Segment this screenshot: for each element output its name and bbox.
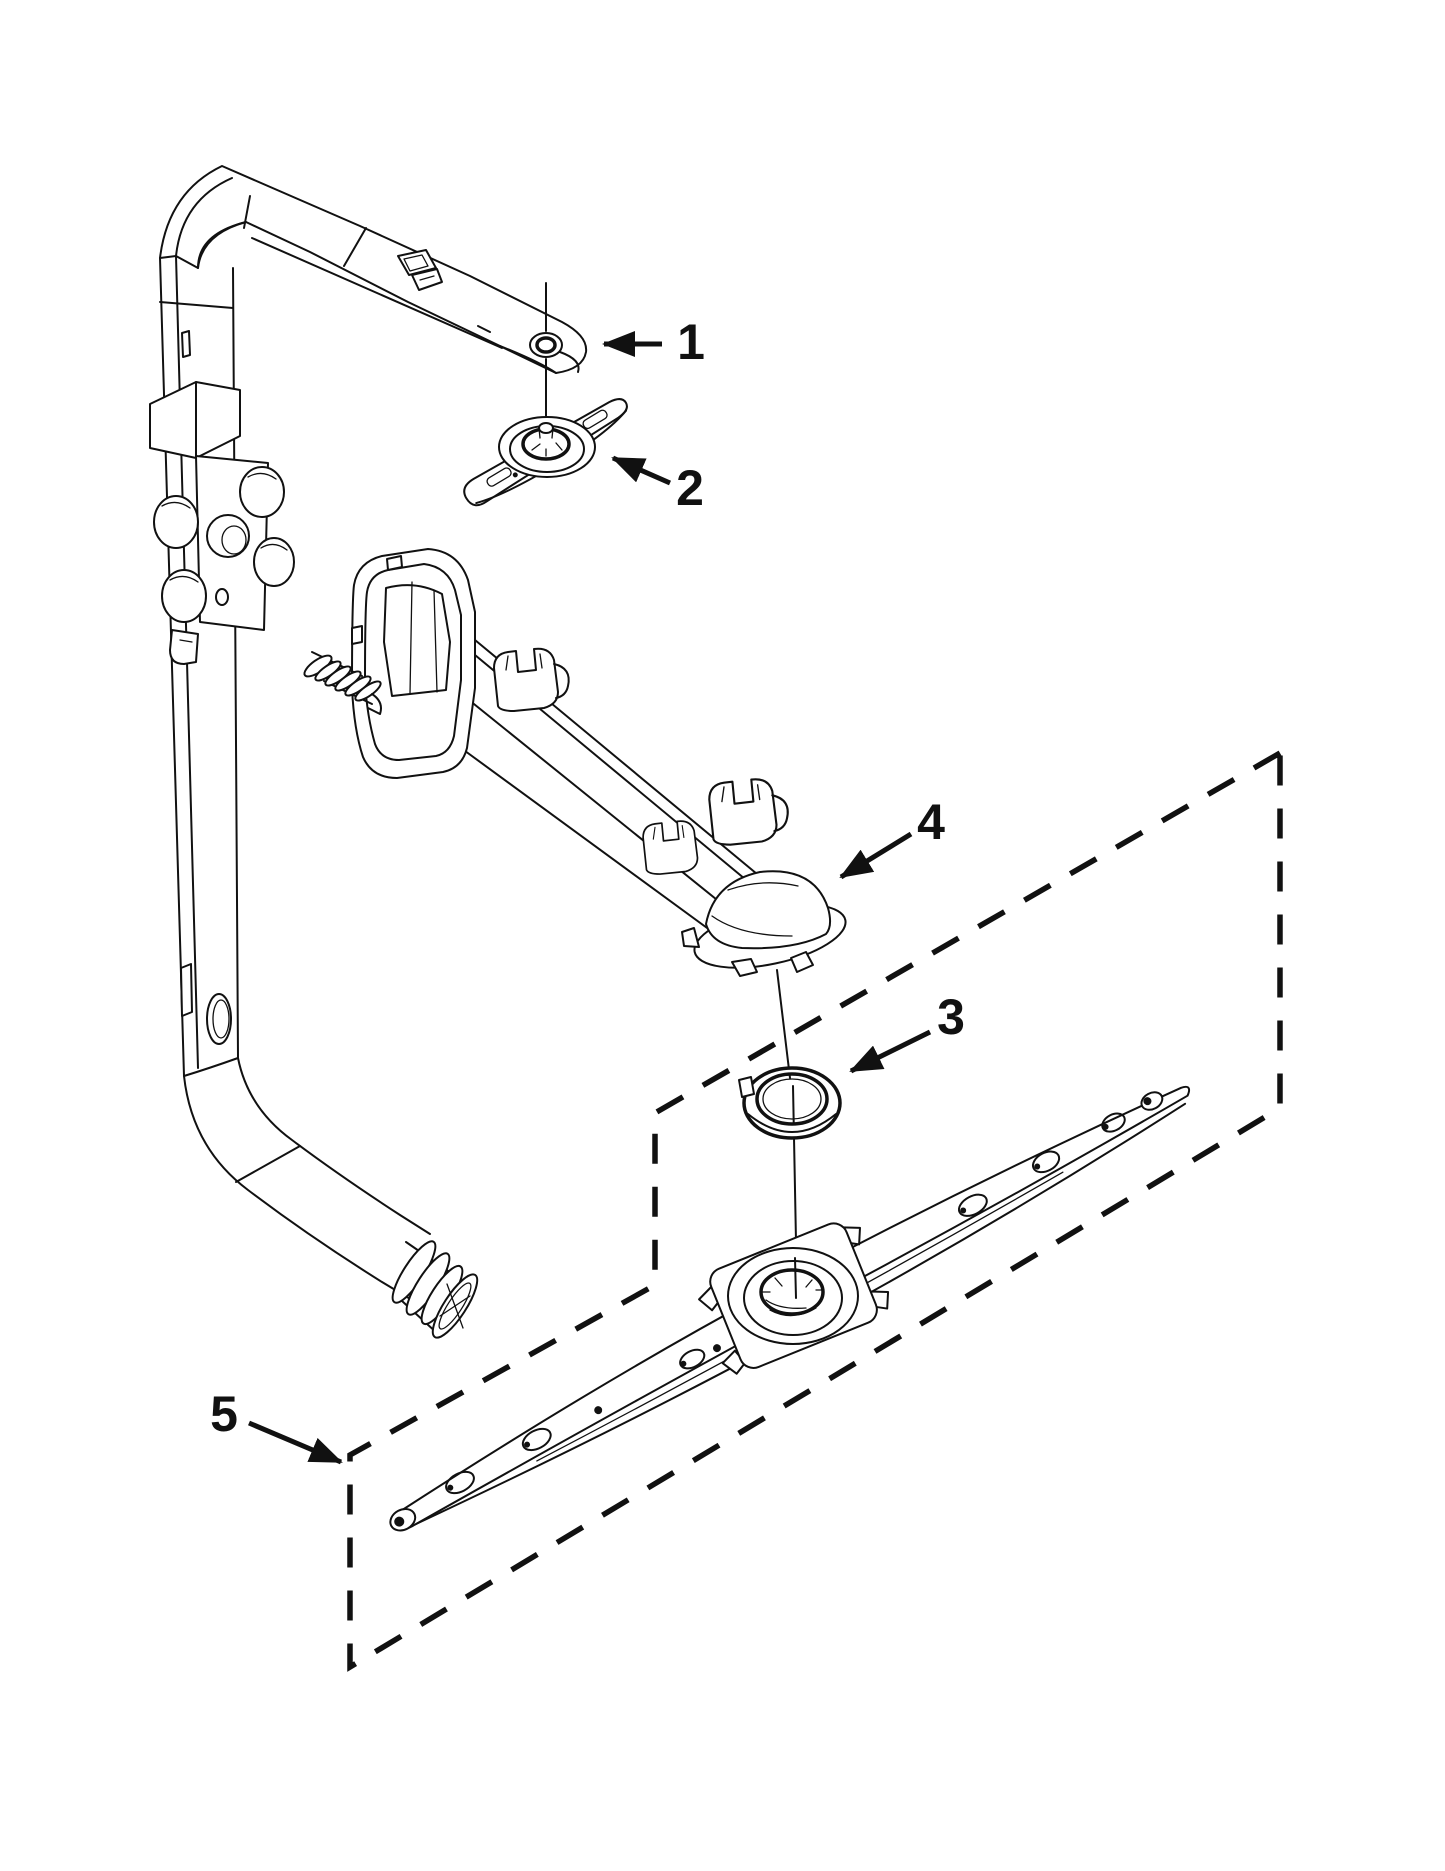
docking-arm — [159, 165, 588, 374]
rail-clip-3 — [642, 820, 699, 875]
lower-arm-hub-mount — [698, 1222, 890, 1375]
callout-5: 5 — [210, 1386, 343, 1465]
feed-tube-assembly — [303, 548, 847, 977]
feed-tube-housing — [351, 548, 476, 779]
callout-2: 2 — [611, 455, 704, 516]
lower-wash-arm — [389, 1085, 1191, 1532]
callout-3-label: 3 — [937, 989, 965, 1045]
rail-clip-2 — [708, 778, 789, 846]
axis-line-into-hub — [794, 1257, 797, 1299]
callout-5-arrow — [248, 1420, 343, 1465]
seal-ring — [738, 1066, 842, 1140]
upper-spray-arm-part — [463, 282, 628, 507]
ribbed-inlet-connector — [303, 651, 382, 715]
assembly-boundary-dashed-box — [347, 748, 1283, 1672]
tube-elbow-hose-fitting — [183, 1057, 479, 1339]
arm-clip-detail — [397, 249, 443, 291]
callout-2-label: 2 — [676, 460, 704, 516]
feed-tube-dome-outlet — [681, 870, 847, 977]
callout-2-arrow — [611, 455, 672, 486]
callout-3-arrow — [849, 1029, 932, 1074]
vertical-tube — [159, 255, 239, 1077]
tube-mounting-bracket — [149, 381, 295, 665]
callout-1-label: 1 — [677, 314, 705, 370]
callout-4-label: 4 — [917, 794, 945, 850]
spray-arm-bearing-hub — [498, 416, 596, 478]
callout-5-label: 5 — [210, 1386, 238, 1442]
callout-1: 1 — [602, 314, 705, 370]
upper-feed-tube — [149, 165, 588, 1339]
rail-clip-1 — [493, 647, 570, 712]
callout-4: 4 — [839, 794, 945, 880]
callout-3: 3 — [849, 989, 965, 1074]
mount-hole — [529, 332, 580, 373]
callout-4-arrow — [839, 831, 913, 880]
